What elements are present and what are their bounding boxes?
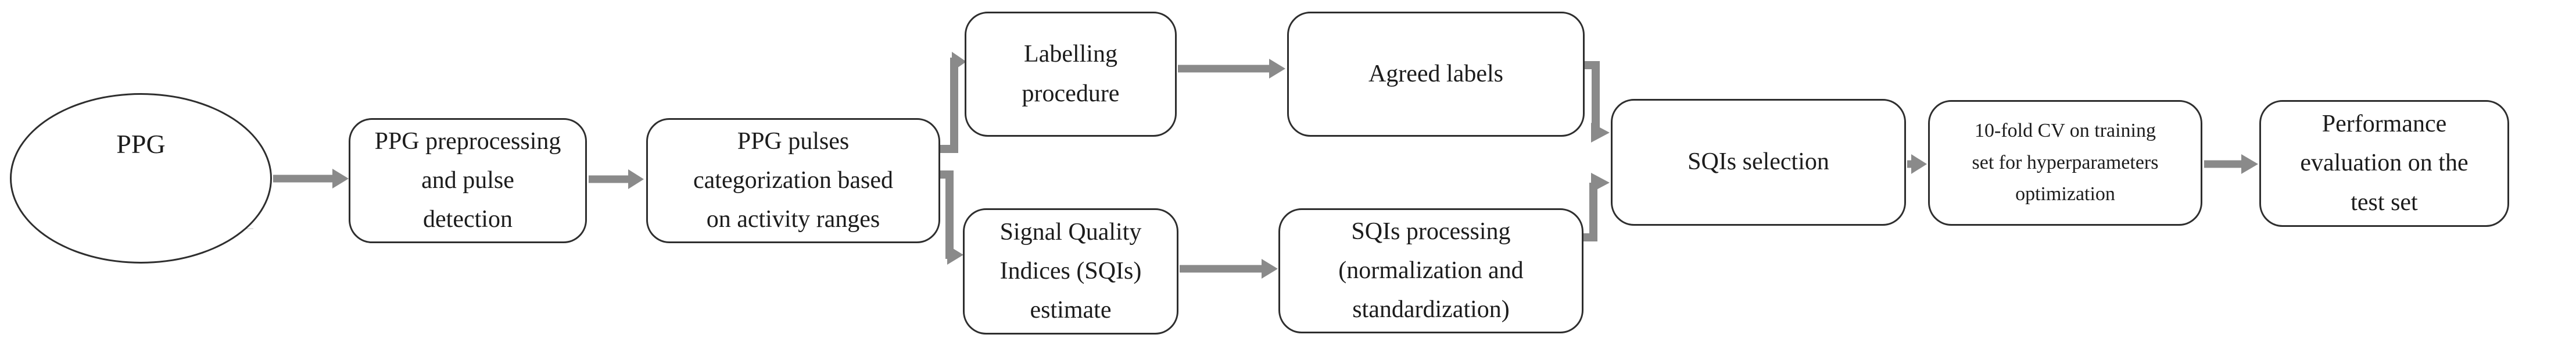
node-preprocessing: PPG preprocessing and pulse detection (349, 118, 587, 243)
arrow-agreed-labels-to-sqi-selection (1585, 61, 1610, 143)
node-sqi-estimate: Signal Quality Indices (SQIs) estimate (963, 208, 1178, 335)
arrow-cv-to-performance (2204, 154, 2258, 174)
node-cv-optimization: 10-fold CV on training set for hyperpara… (1928, 100, 2202, 226)
node-ppg-label: PPG (116, 129, 166, 159)
node-sqi-processing: SQIs processing (normalization and stand… (1278, 208, 1583, 333)
arrow-categorization-to-labelling (940, 52, 966, 153)
node-performance-evaluation: Performance evaluation on the test set (2259, 100, 2509, 227)
arrow-ppg-to-preprocessing (273, 169, 349, 188)
node-agreed-labels: Agreed labels (1287, 12, 1585, 137)
node-labelling-procedure: Labelling procedure (965, 12, 1177, 137)
node-sqi-selection: SQIs selection (1611, 99, 1906, 226)
arrow-categorization-to-sqi-estimate (940, 170, 963, 265)
arrow-sqi-processing-to-sqi-selection (1583, 173, 1610, 241)
node-categorization: PPG pulses categorization based on activ… (646, 118, 940, 243)
node-ppg-source: PPG (10, 93, 272, 264)
arrow-labelling-to-agreed-labels (1178, 59, 1285, 79)
arrow-sqi-selection-to-cv (1907, 154, 1927, 174)
arrow-sqi-estimate-to-sqi-processing (1180, 259, 1278, 279)
arrow-preprocessing-to-categorization (589, 169, 644, 189)
